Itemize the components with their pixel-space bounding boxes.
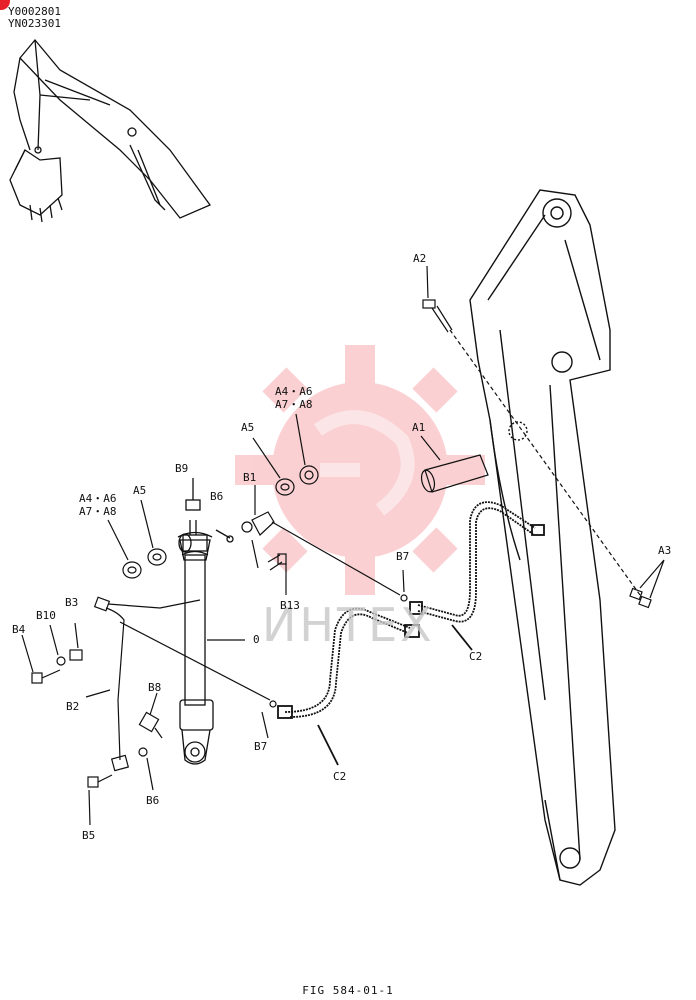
callout-b10: B10 — [36, 609, 56, 622]
callout-a3: A3 — [658, 544, 672, 557]
callout-b4: B4 — [12, 623, 26, 636]
callout-a5-right: A5 — [241, 421, 255, 434]
callout-b5: B5 — [82, 829, 96, 842]
callout-b8: B8 — [148, 681, 162, 694]
ref-code-2: YN023301 — [8, 17, 61, 30]
callout-zero: 0 — [253, 633, 260, 646]
nuts-a3 — [629, 559, 665, 609]
callout-b1: B1 — [243, 471, 257, 484]
watermark-logo — [235, 345, 485, 595]
pin-a1 — [420, 435, 489, 493]
washers-left — [107, 499, 167, 579]
callout-b2: B2 — [66, 700, 80, 713]
excavator-thumbnail — [9, 38, 212, 223]
callout-a5-left: A5 — [133, 484, 147, 497]
callout-b13: B13 — [280, 599, 300, 612]
ref-code-1: Y0002801 — [8, 5, 61, 18]
callout-b9: B9 — [175, 462, 189, 475]
callout-a4-a6-right: A4・A6 — [275, 385, 313, 398]
callout-b7-bottom: B7 — [254, 740, 268, 753]
bolt-a2 — [422, 265, 641, 596]
hydraulic-cylinder — [177, 478, 245, 765]
callout-c2-right: C2 — [469, 650, 483, 663]
callout-b6-top: B6 — [210, 490, 224, 503]
fitting-b1 — [241, 485, 408, 602]
callout-c2-bottom: C2 — [333, 770, 347, 783]
arm-stick — [469, 189, 616, 886]
hose-c2 — [277, 501, 545, 766]
callout-a7-a8-left: A7・A8 — [79, 505, 117, 518]
callout-a4-a6-left: A4・A6 — [79, 492, 117, 505]
callout-b7-top: B7 — [396, 550, 410, 563]
figure-caption: FIG 584-01-1 — [302, 984, 394, 997]
callout-b3: B3 — [65, 596, 79, 609]
callout-a2: A2 — [413, 252, 427, 265]
washers-right — [252, 413, 319, 496]
callout-b6-bottom: B6 — [146, 794, 160, 807]
corner-badge — [0, 0, 10, 10]
callout-a7-a8-right: A7・A8 — [275, 398, 313, 411]
watermark-text: ИНТЕХ — [262, 598, 435, 652]
callout-a1: A1 — [412, 421, 426, 434]
hose-b2 — [21, 596, 277, 826]
